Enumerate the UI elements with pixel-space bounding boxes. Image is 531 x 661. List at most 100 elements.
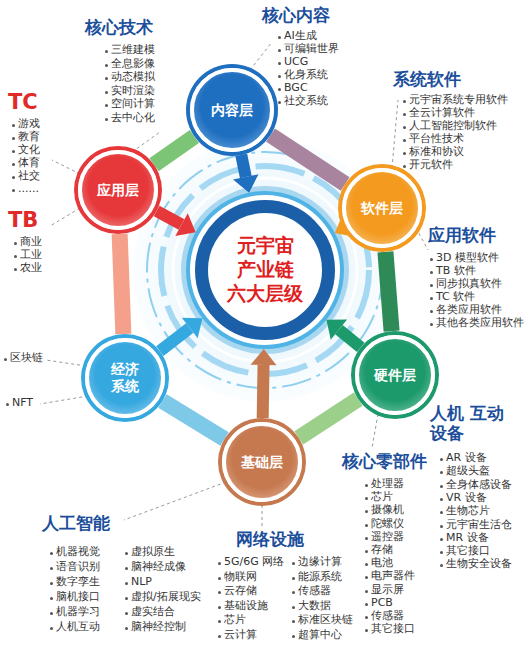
layer-circle: 基础层: [222, 422, 302, 502]
list-item: 芯片: [365, 491, 393, 504]
connector-line: [163, 401, 225, 439]
layer-circle: 内容层: [190, 68, 274, 152]
arrow-to-center: [233, 155, 258, 193]
list-item: 可编辑世界: [278, 43, 339, 56]
list-item: 文化: [12, 144, 40, 157]
list-item: 脑神经控制: [125, 621, 186, 634]
list-item: 其它接口: [440, 545, 490, 558]
arrowhead: [233, 174, 258, 192]
list-item: 体育: [12, 157, 40, 170]
layer-name: 软件层: [352, 200, 412, 217]
hex-band: [271, 135, 346, 184]
list-item: 商业: [14, 236, 42, 249]
list-item: 3D 模型软件: [430, 252, 499, 265]
group-heading: TB: [8, 208, 38, 232]
list-item: 元宇宙生活仓: [440, 519, 512, 532]
list-item: 传感器: [292, 585, 331, 598]
list-item: 超算中心: [292, 629, 342, 642]
list-item: 社交系统: [278, 95, 328, 108]
connector-line: [257, 365, 270, 418]
list-item: 数字孪生: [50, 576, 100, 589]
group-heading: 网络设施: [236, 530, 304, 550]
layer-name: 硬件层: [365, 367, 425, 384]
list-item: 云存储: [218, 585, 257, 598]
list-item: 全云计算软件: [403, 107, 475, 120]
arrow-to-center: [326, 320, 360, 348]
list-item: 空间计算: [105, 98, 155, 111]
list-item: TB 软件: [430, 265, 476, 278]
arrowhead: [326, 320, 347, 340]
group-heading: 人工智能: [42, 514, 110, 534]
layer-circle: 经济系统: [85, 338, 165, 418]
list-item: 平台性技术: [403, 133, 464, 146]
list-item: 元宇宙系统专用软件: [403, 94, 508, 107]
list-item: 语音识别: [50, 561, 100, 574]
list-item: 处理器: [365, 478, 404, 491]
hex-band: [163, 401, 225, 439]
hex-band: [154, 136, 194, 164]
list-item: 全身体感设备: [440, 479, 512, 492]
list-item: 社交: [12, 170, 40, 183]
list-item: MR 设备: [440, 532, 489, 545]
list-item: 同步拟真软件: [430, 278, 502, 291]
list-item: 全息影像: [105, 58, 155, 71]
arrowhead: [175, 213, 195, 236]
list-item: 能源系统: [292, 571, 342, 584]
list-item: 机器学习: [50, 606, 100, 619]
center-circle: 元宇宙 产业链 六大层级: [195, 200, 335, 340]
arrow-to-center: [160, 318, 203, 351]
list-item: 脑神经成像: [125, 561, 186, 574]
hex-band: [299, 399, 358, 438]
list-item: TC 软件: [430, 291, 475, 304]
arrow-to-center: [157, 211, 196, 236]
list-item: 人机互动: [50, 621, 100, 634]
list-item: 实时渲染: [105, 85, 155, 98]
list-item: 开元软件: [403, 159, 453, 172]
list-item: 生物安全设备: [440, 558, 512, 571]
layer-circle: 软件层: [342, 168, 422, 248]
list-item: PCB: [365, 597, 393, 610]
layer-circle: 硬件层: [355, 335, 435, 415]
list-item: 存储: [365, 544, 393, 557]
list-item: 虚拟/拓展现实: [125, 591, 201, 604]
list-item: 摄像机: [365, 504, 404, 517]
arrow-to-center: [251, 349, 277, 418]
group-heading: 核心技术: [85, 18, 153, 38]
list-item: 虚实结合: [125, 606, 175, 619]
list-item: 边缘计算: [292, 556, 342, 569]
list-item: AR 设备: [440, 452, 487, 465]
list-item: 去中心化: [105, 112, 155, 125]
layer-name: 经济系统: [109, 361, 141, 395]
group-heading: 核心内容: [262, 6, 330, 26]
list-item: NLP: [125, 576, 152, 589]
list-item: 云计算: [218, 629, 257, 642]
list-item: 三维建模: [105, 44, 155, 57]
list-item: NFT: [6, 397, 33, 410]
list-item: UCG: [278, 56, 308, 69]
list-item: 传感器: [365, 610, 404, 623]
list-item: 显示屏: [365, 584, 404, 597]
list-item: 标准和协议: [403, 146, 464, 159]
list-item: 人工智能控制软件: [403, 120, 497, 133]
list-item: 虚拟原生: [125, 546, 175, 559]
arrowhead: [251, 349, 277, 365]
list-item: 动态模拟: [105, 71, 155, 84]
list-item: 区块链: [4, 352, 43, 365]
list-item: 农业: [14, 262, 42, 275]
group-heading: 应用软件: [428, 226, 496, 246]
group-heading: 人机 互动设备: [430, 404, 510, 443]
list-item: 脑机接口: [50, 591, 100, 604]
group-heading: 核心零部件: [342, 452, 427, 472]
connector-line: [154, 136, 194, 164]
list-item: 游戏: [12, 118, 40, 131]
list-item: ......: [12, 183, 39, 196]
list-item: BGC: [278, 82, 308, 95]
list-item: VR 设备: [440, 492, 487, 505]
list-item: 电池: [365, 557, 393, 570]
layer-name: 基础层: [232, 454, 292, 471]
connector-line: [299, 399, 358, 438]
list-item: 超级头盔: [440, 465, 490, 478]
list-item: 5G/6G 网络: [218, 556, 284, 569]
list-item: 生物芯片: [440, 505, 490, 518]
